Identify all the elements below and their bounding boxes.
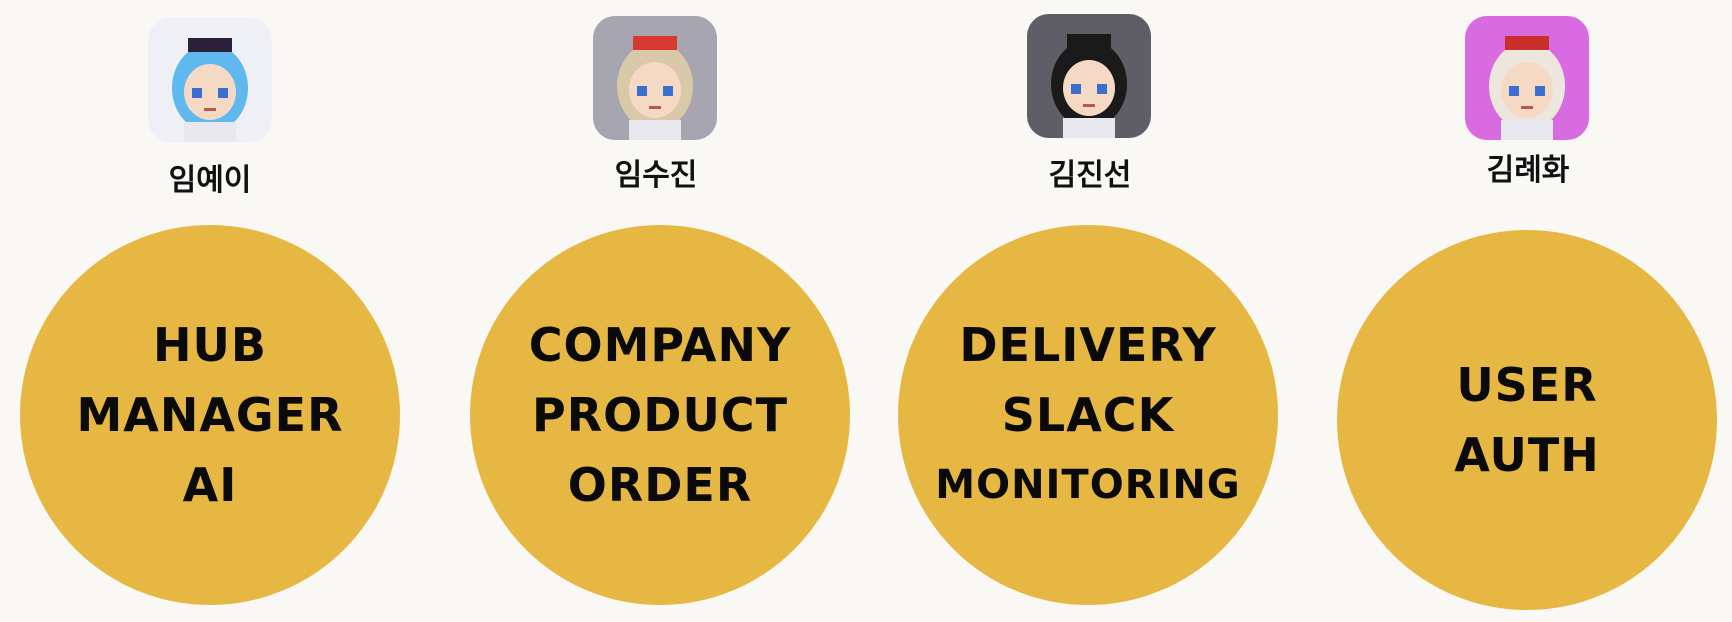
role-circle: DELIVERY SLACK MONITORING [898, 225, 1278, 605]
role-label: MONITORING [935, 462, 1241, 508]
avatar [593, 16, 717, 140]
role-label: PRODUCT [532, 388, 788, 442]
role-label: AI [182, 458, 238, 512]
role-circle: COMPANY PRODUCT ORDER [470, 225, 850, 605]
avatar [1465, 16, 1589, 140]
member-name: 김례화 [1486, 153, 1570, 188]
role-label: HUB [153, 318, 267, 372]
role-label: AUTH [1454, 428, 1600, 482]
role-label: USER [1456, 358, 1598, 412]
role-label: SLACK [1001, 388, 1175, 442]
role-label: COMPANY [528, 318, 792, 372]
avatar-icon [1465, 16, 1589, 140]
member-name: 김진선 [1048, 158, 1132, 193]
role-circle: USER AUTH [1337, 230, 1717, 610]
avatar-icon [593, 16, 717, 140]
member-name: 임수진 [614, 158, 698, 193]
member-name: 임예이 [168, 163, 252, 198]
avatar-icon [148, 18, 272, 142]
role-label: ORDER [567, 458, 753, 512]
role-label: MANAGER [76, 388, 344, 442]
avatar [1027, 14, 1151, 138]
avatar [148, 18, 272, 142]
role-circle: HUB MANAGER AI [20, 225, 400, 605]
role-label: DELIVERY [959, 318, 1217, 372]
avatar-icon [1027, 14, 1151, 138]
